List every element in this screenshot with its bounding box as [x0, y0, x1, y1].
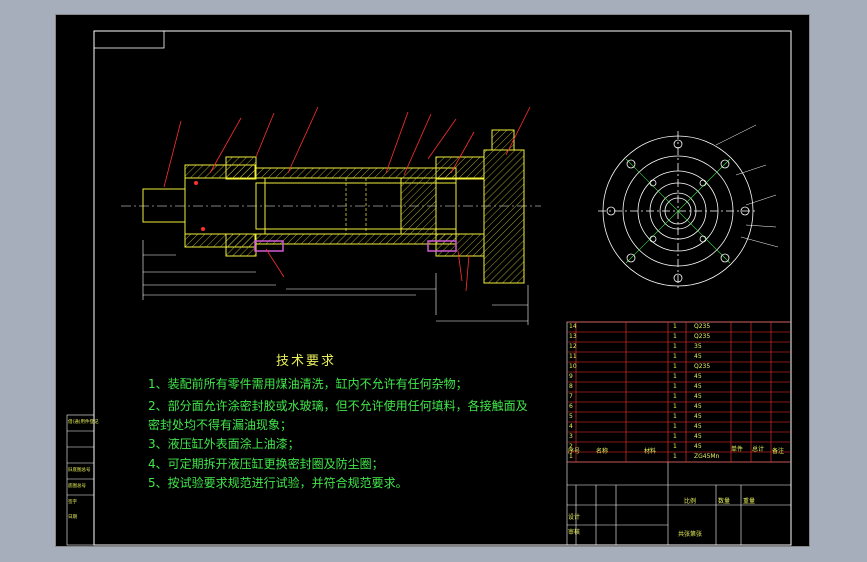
bom-row-lines — [567, 321, 791, 463]
requirement-line-6: 5、按试验要求规范进行试验，并符合规范要求。 — [148, 476, 408, 490]
requirements-title: 技术要求 — [276, 354, 337, 369]
bom-row-qty: 1 — [673, 363, 677, 370]
dimension-lines — [142, 240, 529, 325]
bom-row-qty: 1 — [673, 413, 677, 420]
bom-row-material: 45 — [694, 393, 702, 400]
bom-row-number: 3 — [569, 433, 573, 440]
title-weight-label: 重量 — [743, 498, 756, 505]
bom-row-qty: 1 — [673, 343, 677, 350]
left-stub-label-1: 借(通)用件登记 — [68, 420, 99, 425]
bom-row-qty: 1 — [673, 403, 677, 410]
bom-row-qty: 1 — [673, 453, 677, 460]
bom-header-name: 名称 — [596, 448, 609, 455]
bom-row-number: 2 — [569, 443, 573, 450]
bom-row-qty: 1 — [673, 323, 677, 330]
bom-row-qty: 1 — [673, 373, 677, 380]
bom-header-material: 材料 — [644, 448, 657, 455]
bom-row-number: 1 — [569, 453, 573, 460]
requirement-line-2: 2、部分面允许涂密封胶或水玻璃，但不允许使用任何填料，各接触面及 — [148, 399, 528, 413]
cad-drawing-canvas[interactable]: 技术要求 1、装配前所有零件需用煤油清洗，缸内不允许有任何杂物； 2、部分面允许… — [55, 14, 810, 547]
bom-header-seq: 序号 — [568, 448, 581, 455]
bom-row-material: 45 — [694, 413, 702, 420]
requirement-line-3: 密封处均不得有漏油现象； — [148, 418, 293, 432]
bom-row-qty: 1 — [673, 383, 677, 390]
bom-row-qty: 1 — [673, 333, 677, 340]
left-stub-label-5: 日期 — [68, 515, 77, 520]
title-qty-label: 数量 — [718, 498, 731, 505]
flange-leaders — [715, 124, 779, 248]
requirement-line-5: 4、可定期拆开液压缸更换密封圈及防尘圈； — [148, 457, 384, 471]
bom-row-material: 35 — [694, 343, 702, 350]
bom-row-number: 7 — [569, 393, 573, 400]
window-chrome — [0, 0, 867, 14]
title-designer-label: 设计 — [568, 514, 581, 521]
bom-row-material: 45 — [694, 423, 702, 430]
left-stub-label-2: 旧底图总号 — [68, 468, 91, 473]
bom-row-number: 12 — [569, 343, 577, 350]
bom-header-total-wt: 总计 — [752, 446, 765, 453]
top-left-stub — [93, 30, 165, 49]
bom-row-material: 45 — [694, 383, 702, 390]
bom-row-number: 14 — [569, 323, 577, 330]
bom-row-material: 45 — [694, 373, 702, 380]
bom-row-number: 4 — [569, 423, 573, 430]
sheet-border — [93, 30, 792, 546]
bom-row-material: 45 — [694, 433, 702, 440]
cylinder-section-view — [121, 129, 541, 284]
title-scale-label: 比例 — [684, 498, 697, 505]
bom-row-qty: 1 — [673, 423, 677, 430]
bom-row-qty: 1 — [673, 443, 677, 450]
bom-row-material: Q235 — [694, 323, 711, 330]
bom-row-material: Q235 — [694, 333, 711, 340]
cad-drawing — [66, 30, 792, 546]
bom-row-number: 11 — [569, 353, 577, 360]
left-stub-label-4: 签字 — [68, 500, 77, 505]
bom-row-qty: 1 — [673, 353, 677, 360]
bom-row-number: 6 — [569, 403, 573, 410]
bom-row-qty: 1 — [673, 393, 677, 400]
bom-row-material: 45 — [694, 443, 702, 450]
bom-row-number: 8 — [569, 383, 573, 390]
part-leaders — [163, 106, 531, 292]
bom-row-number: 5 — [569, 413, 573, 420]
bom-header-note: 备注 — [772, 448, 785, 455]
requirement-line-1: 1、装配前所有零件需用煤油清洗，缸内不允许有任何杂物； — [148, 377, 468, 391]
requirement-line-4: 3、液压缸外表面涂上油漆； — [148, 437, 300, 451]
bom-row-qty: 1 — [673, 433, 677, 440]
bom-row-number: 10 — [569, 363, 577, 370]
left-stub-label-3: 底图总号 — [68, 484, 86, 489]
bom-row-material: 45 — [694, 353, 702, 360]
title-reviewer-label: 审核 — [568, 529, 581, 536]
flange-end-view — [598, 131, 758, 291]
bom-row-material: Q235 — [694, 363, 711, 370]
title-sheet-label: 共张第张 — [678, 531, 703, 538]
bom-row-material: ZG45Mn — [694, 453, 720, 460]
bom-row-number: 9 — [569, 373, 573, 380]
bom-row-number: 13 — [569, 333, 577, 340]
left-stub-table — [66, 414, 95, 546]
bom-header-unit-wt: 单件 — [731, 446, 744, 453]
bom-row-material: 45 — [694, 403, 702, 410]
title-block-lines — [566, 321, 792, 546]
